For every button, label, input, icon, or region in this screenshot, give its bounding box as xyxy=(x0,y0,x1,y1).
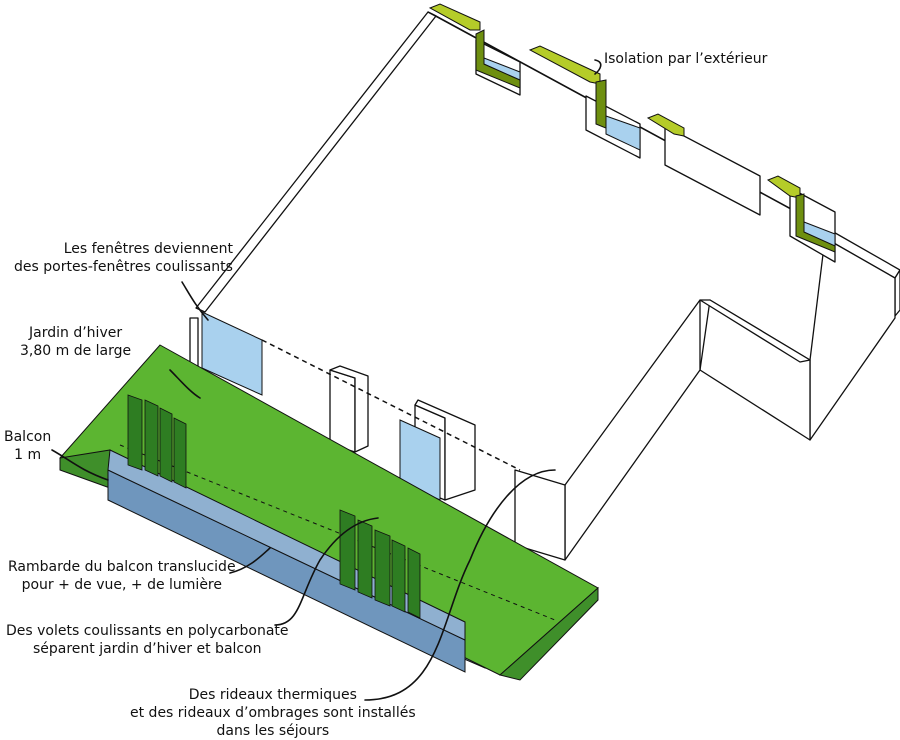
label-balcon: Balcon 1 m xyxy=(4,428,51,464)
label-fenetres: Les fenêtres deviennent des portes-fenêt… xyxy=(14,240,233,276)
leader-lines xyxy=(51,59,602,701)
label-jardin-line-1: Jardin d’hiver xyxy=(29,325,123,341)
polycarbonate-shutters xyxy=(127,394,421,619)
label-fenetres-line-1: Les fenêtres deviennent xyxy=(63,241,233,257)
label-jardin: Jardin d’hiver 3,80 m de large xyxy=(20,324,131,360)
facade-line xyxy=(261,339,521,471)
label-balcon-line-1: Balcon xyxy=(4,429,52,445)
label-volets-line-2: séparent jardin d’hiver et balcon xyxy=(32,641,262,657)
exterior-insulation xyxy=(428,3,836,253)
label-volets: Des volets coulissants en polycarbonate … xyxy=(6,622,289,658)
label-jardin-line-2: 3,80 m de large xyxy=(20,343,132,359)
winter-garden-floor xyxy=(59,344,599,681)
label-rideaux: Des rideaux thermiques et des rideaux d’… xyxy=(130,686,416,740)
label-isolation-line: Isolation par l’extérieur xyxy=(604,51,768,67)
label-rambarde: Rambarde du balcon translucide pour + de… xyxy=(8,558,236,594)
label-volets-line-1: Des volets coulissants en polycarbonate xyxy=(6,623,289,639)
label-rideaux-line-1: Des rideaux thermiques xyxy=(188,687,357,703)
label-isolation: Isolation par l’extérieur xyxy=(604,50,767,68)
label-rideaux-line-3: dans les séjours xyxy=(216,723,330,739)
balcony-divider-line xyxy=(119,444,556,621)
label-rideaux-line-2: et des rideaux d’ombrages sont installés xyxy=(130,705,416,721)
label-rambarde-line-2: pour + de vue, + de lumière xyxy=(21,577,222,593)
label-fenetres-line-2: des portes-fenêtres coulissants xyxy=(14,259,233,275)
label-balcon-line-2: 1 m xyxy=(14,447,42,463)
label-rambarde-line-1: Rambarde du balcon translucide xyxy=(8,559,236,575)
building-walls xyxy=(189,11,900,561)
